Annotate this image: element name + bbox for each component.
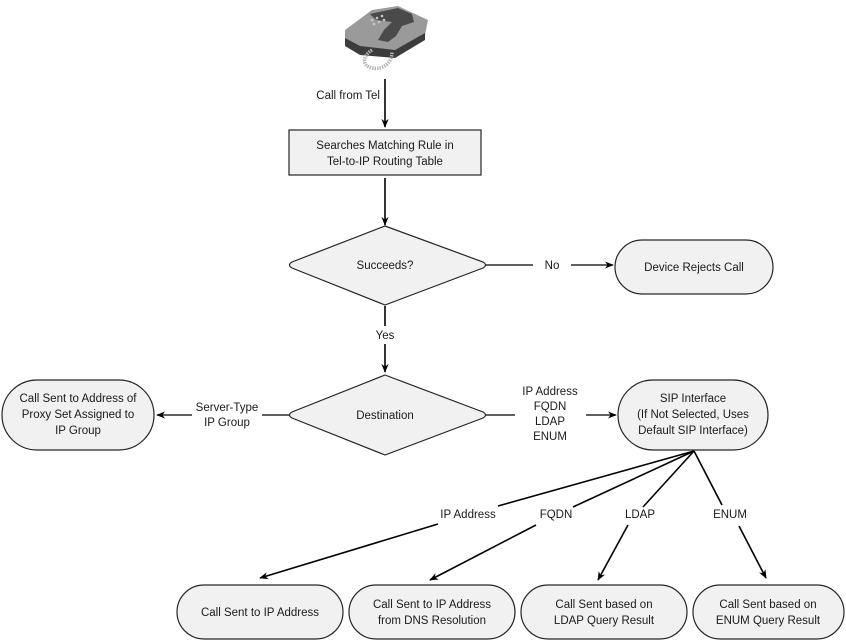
text-line: No (545, 260, 560, 272)
call-sent-enum-node (692, 584, 845, 640)
ldap-branch-label: LDAP (625, 509, 655, 521)
text-line: FQDN (534, 401, 567, 413)
destination-label: Destination (356, 410, 414, 422)
text-line: ENUM (533, 431, 567, 443)
text-line: Call Sent to Address of (20, 393, 138, 405)
text-line: Succeeds? (357, 260, 414, 272)
search-node-label: Searches Matching Rule in Tel-to-IP Routi… (316, 140, 453, 168)
succeeds-decision (288, 225, 487, 306)
text-line: Destination (356, 410, 414, 422)
text-line: SIP Interface (660, 393, 726, 405)
text-line: ENUM (713, 509, 747, 521)
device-rejects-label: Device Rejects Call (644, 262, 744, 274)
text-line: Call Sent to IP Address (373, 599, 491, 611)
fqdn-branch-label: FQDN (540, 509, 573, 521)
text-line: Proxy Set Assigned to (22, 409, 135, 421)
call-sent-ip-label: Call Sent to IP Address (201, 607, 319, 619)
text-line: Server-Type (196, 402, 259, 414)
text-line: LDAP Query Result (554, 615, 655, 627)
yes-label: Yes (376, 330, 395, 342)
device-rejects-node (614, 239, 774, 295)
text-line: Call from Tel (316, 90, 380, 102)
search-routing-table-node (288, 129, 482, 176)
proxy-set-label: Call Sent to Address of Proxy Set Assigne… (20, 393, 138, 437)
text-line: Default SIP Interface) (638, 425, 748, 437)
edge-enum-top (693, 450, 723, 506)
text-line: Call Sent based on (555, 599, 652, 611)
call-sent-dns-node (348, 584, 516, 640)
text-line: Searches Matching Rule in (316, 140, 453, 152)
no-label: No (545, 260, 560, 272)
enum-branch-label: ENUM (713, 509, 747, 521)
call-sent-dns-label: Call Sent to IP Address from DNS Resoluti… (373, 599, 491, 627)
text-line: Call Sent to IP Address (201, 607, 319, 619)
succeeds-label: Succeeds? (357, 260, 414, 272)
telephone-icon (345, 6, 428, 71)
text-line: IP Address (522, 386, 578, 398)
text-line: from DNS Resolution (378, 615, 486, 627)
ip-address-branch-label: IP Address (440, 509, 496, 521)
edge-ldap-top (642, 450, 695, 508)
text-line: (If Not Selected, Uses (637, 409, 749, 421)
call-sent-ldap-node (520, 584, 688, 640)
text-line: Tel-to-IP Routing Table (327, 156, 443, 168)
call-sent-ldap-label: Call Sent based on LDAP Query Result (554, 599, 655, 627)
text-line: IP Group (55, 425, 101, 437)
destination-decision (288, 374, 487, 456)
edge-ldap-bottom (597, 524, 629, 581)
edge-fqdn-top (572, 450, 695, 508)
text-line: Call Sent based on (719, 599, 816, 611)
text-line: FQDN (540, 509, 573, 521)
sip-interface-node (617, 379, 769, 451)
text-line: LDAP (535, 416, 565, 428)
text-line: LDAP (625, 509, 655, 521)
server-type-label: Server-Type IP Group (196, 402, 259, 429)
text-line: IP Group (204, 417, 250, 429)
edge-ip-top (497, 450, 695, 507)
text-line: Yes (376, 330, 395, 342)
edge-ip-bottom (259, 523, 439, 580)
call-sent-enum-label: Call Sent based on ENUM Query Result (716, 599, 821, 627)
text-line: Device Rejects Call (644, 262, 744, 274)
call-from-tel-label: Call from Tel (316, 90, 380, 102)
text-line: ENUM Query Result (716, 615, 821, 627)
edge-enum-bottom (738, 525, 767, 579)
edge-fqdn-bottom (429, 524, 537, 581)
call-sent-ip-node (176, 584, 344, 640)
text-line: IP Address (440, 509, 496, 521)
proxy-set-node (1, 379, 155, 451)
